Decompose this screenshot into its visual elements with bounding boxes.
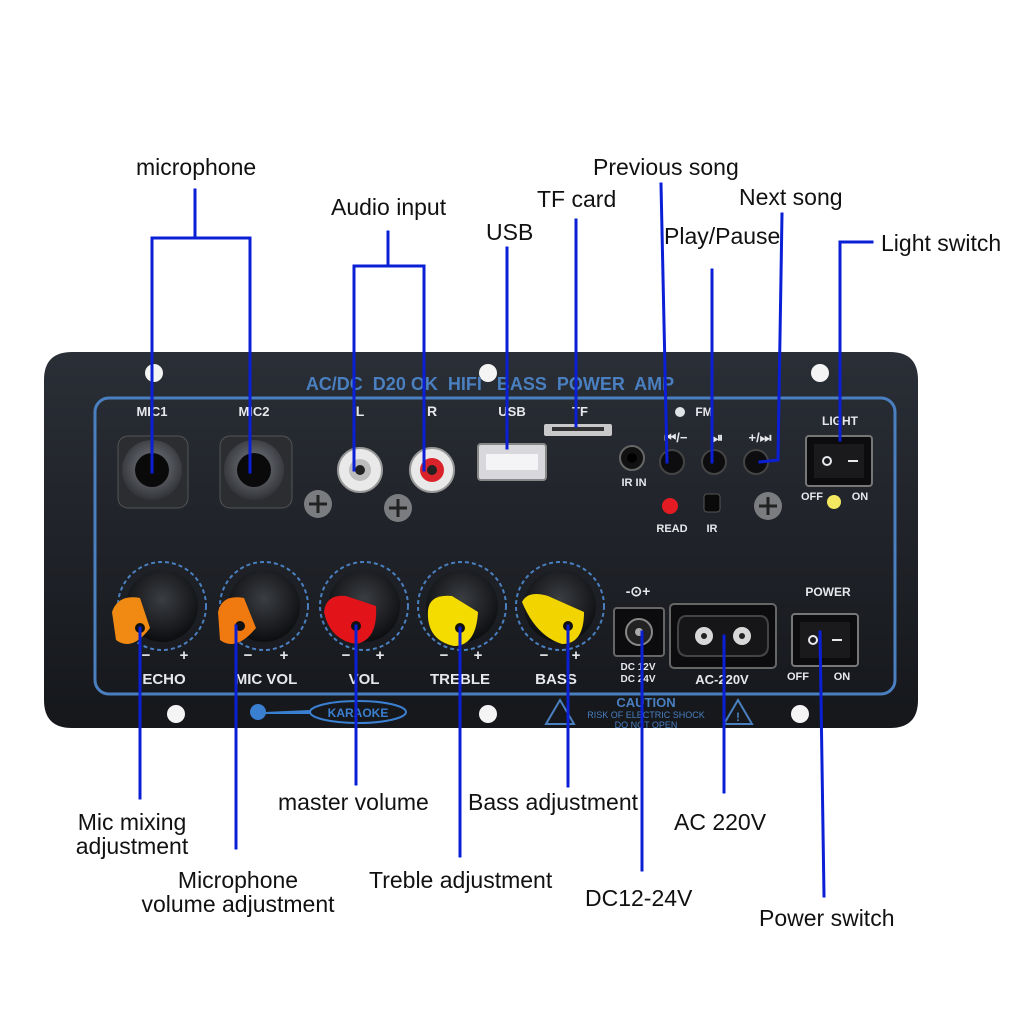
next-button-label: +/⏭ [749,430,772,445]
r-label: R [427,403,437,419]
svg-text:−: − [244,647,253,664]
dc-power-jack[interactable] [613,607,665,657]
svg-text:−: − [342,647,351,664]
caution-line1: RISK OF ELECTRIC SHOCK [587,710,705,720]
leader-previous-song [659,182,669,464]
screws [304,490,782,522]
leader-next-song [758,212,784,464]
light-led [827,495,841,509]
panel-border-print [93,396,897,696]
usb-port-label: USB [498,404,525,419]
vol-knob[interactable] [319,561,409,651]
callout-bass: Bass adjustment [468,789,639,815]
callout-mic-mixing-line2: adjustment [75,833,189,859]
read-led [662,498,678,514]
fm-label: FM [695,405,712,419]
play-button-label: ⏯ [713,430,723,445]
dc-rating-1: DC 12V [620,662,655,673]
power-off-label: OFF [787,671,809,683]
ac-label: AC-220V [695,672,749,687]
mic2-jack[interactable] [219,435,293,509]
callout-treble: Treble adjustment [369,867,553,893]
read-label: READ [656,523,687,535]
svg-text:−: − [540,647,549,664]
callout-dc: DC12-24V [585,885,693,911]
vol-label: VOL [349,671,380,688]
bass-knob[interactable] [515,561,605,651]
warning-icon: ! [736,710,740,724]
dc-polarity-symbol: -⊙+ [626,583,651,599]
knob-range-marks: − + − + − + − + − + [142,647,581,664]
callout-tf-card: TF card [537,186,617,212]
ir-label: IR [707,523,718,535]
leader-microphone-bracket [150,236,252,474]
power-label: POWER [805,585,851,599]
rca-left-jack[interactable] [337,447,383,493]
light-off-label: OFF [801,491,823,503]
callout-mic-volume: Microphone volume adjustment [138,868,338,916]
echo-label: ECHO [142,671,186,688]
power-switch[interactable] [791,613,859,667]
svg-text:+: + [280,647,289,664]
callout-play-pause: Play/Pause [664,223,781,249]
callout-mic-volume-line2: volume adjustment [141,891,335,917]
karaoke-logo: KARAOKE [250,700,407,724]
callout-light-switch: Light switch [881,230,1002,256]
callout-mic-volume-line1: Microphone [177,867,299,893]
leader-light-switch [838,240,874,442]
light-on-label: ON [852,491,869,503]
caution-line2: DO NOT OPEN [615,720,678,730]
fm-indicator [675,407,685,417]
svg-text:−: − [142,647,151,664]
callout-next-song: Next song [739,184,843,210]
callout-power-switch: Power switch [759,905,895,931]
previous-song-button[interactable] [659,449,685,475]
mic2-label: MIC2 [238,404,269,419]
callout-microphone: microphone [136,154,257,180]
power-on-label: ON [834,671,851,683]
svg-text:+: + [572,647,581,664]
karaoke-text: KARAOKE [328,706,389,720]
ir-receiver [703,493,721,513]
bass-label: BASS [535,671,577,688]
play-pause-button[interactable] [701,449,727,475]
panel-title: AC/DC D20 OK HIFI BASS POWER AMP [306,374,674,394]
tf-card-slot[interactable] [544,424,612,436]
leader-power-switch [818,630,826,898]
callout-mic-mixing: Mic mixing adjustment [62,810,202,858]
svg-text:−: − [440,647,449,664]
prev-button-label: ⏮/− [665,430,688,445]
caution-title: CAUTION [616,695,675,710]
mounting-holes [145,364,829,723]
svg-text:+: + [474,647,483,664]
svg-text:+: + [180,647,189,664]
treble-knob[interactable] [417,561,507,651]
leader-lines [138,182,874,898]
l-label: L [356,403,365,419]
usb-port[interactable] [477,443,547,481]
rca-right-jack[interactable] [409,447,455,493]
mic-vol-label: MIC VOL [235,671,298,688]
callout-mic-mixing-line1: Mic mixing [77,809,187,835]
callout-usb: USB [486,219,534,245]
leader-audio-input-bracket [352,264,426,472]
callout-previous-song: Previous song [593,154,739,180]
ir-in-label: IR IN [621,477,646,489]
dc-rating-2: DC 24V [620,674,655,685]
tf-label: TF [572,404,588,419]
callout-audio-input: Audio input [331,194,447,220]
ir-in-jack[interactable] [619,445,645,471]
svg-text:+: + [376,647,385,664]
callout-master-volume: master volume [278,789,429,815]
callout-ac220: AC 220V [674,809,767,835]
light-switch[interactable] [805,435,873,487]
